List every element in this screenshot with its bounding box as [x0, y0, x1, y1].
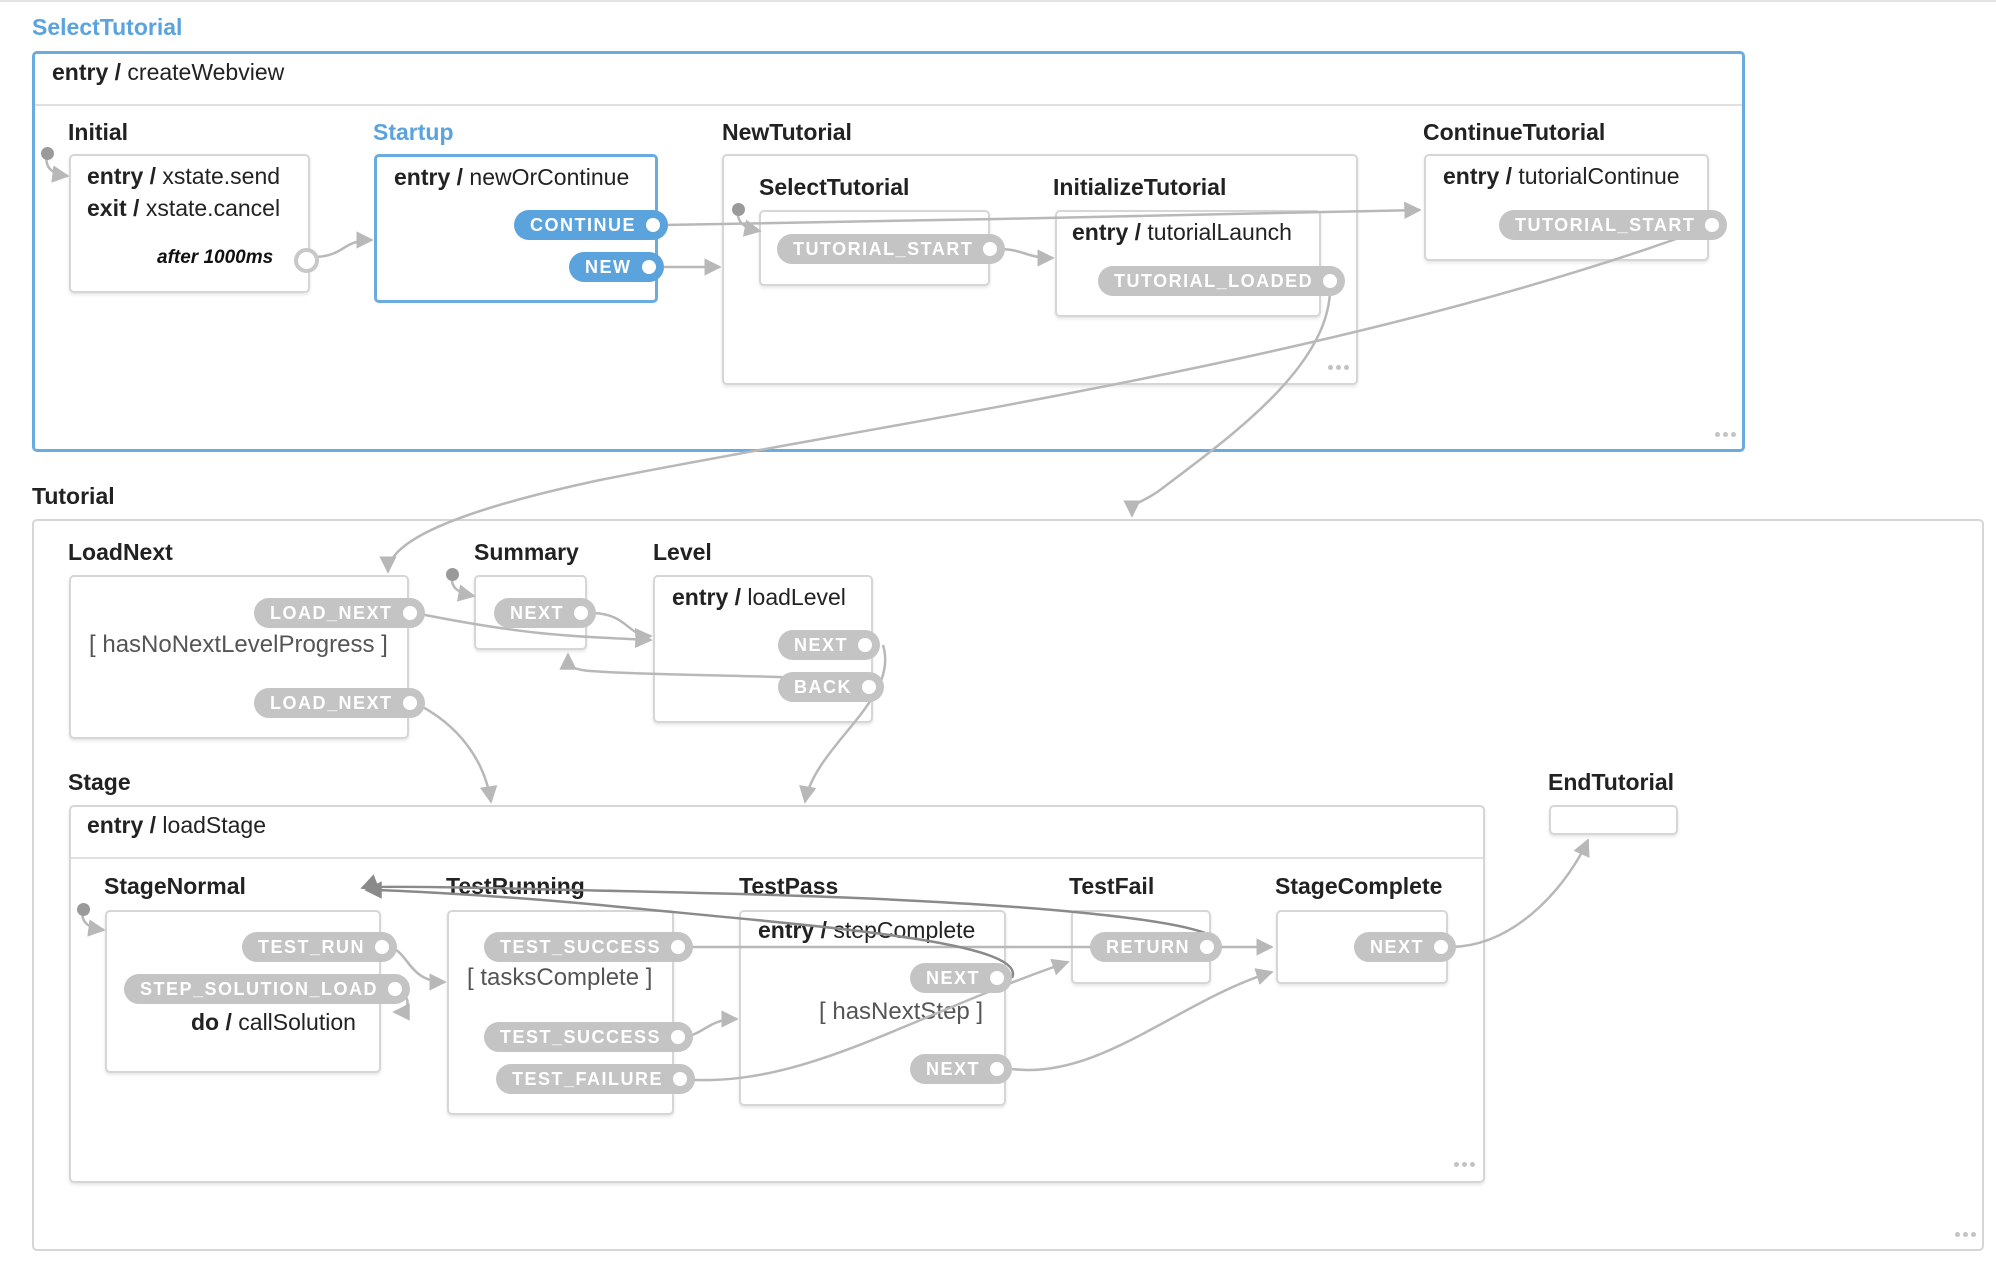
exit-action: exit / xstate.cancel [87, 195, 281, 221]
event-next-summary[interactable]: NEXT [494, 598, 597, 628]
entry-action: entry / tutorialContinue [1443, 163, 1680, 189]
initial-state-icon [732, 203, 745, 216]
entry-action: entry / createWebview [52, 59, 285, 85]
state-title-initialize-tutorial: InitializeTutorial [1053, 174, 1227, 200]
event-next-stage-complete[interactable]: NEXT [1354, 932, 1457, 962]
state-title-stage-normal: StageNormal [104, 873, 246, 899]
event-step-solution-load[interactable]: STEP_SOLUTION_LOAD [124, 974, 411, 1004]
event-load-next-1[interactable]: LOAD_NEXT [254, 598, 425, 628]
more-icon[interactable] [1715, 432, 1737, 438]
entry-action: entry / xstate.send [87, 163, 281, 189]
event-test-success-2[interactable]: TEST_SUCCESS [484, 1022, 694, 1052]
initial-state-icon [77, 903, 90, 916]
state-title-test-running: TestRunning [446, 873, 585, 899]
state-title-end-tutorial: EndTutorial [1548, 769, 1675, 795]
state-initialize-tutorial[interactable]: entry / tutorialLaunch [1055, 210, 1321, 317]
event-next-level[interactable]: NEXT [778, 630, 881, 660]
event-test-success-1[interactable]: TEST_SUCCESS [484, 932, 694, 962]
state-title-startup: Startup [373, 119, 454, 145]
state-title-select-tutorial: SelectTutorial [32, 14, 183, 40]
event-tutorial-start-continue[interactable]: TUTORIAL_START [1499, 210, 1728, 240]
actions-divider [35, 104, 1742, 106]
do-activity: do / callSolution [191, 1009, 356, 1035]
state-title-select-tutorial-child: SelectTutorial [759, 174, 910, 200]
entry-action: entry / newOrContinue [394, 164, 630, 190]
event-tutorial-start[interactable]: TUTORIAL_START [777, 234, 1006, 264]
delayed-transition-handle[interactable] [294, 248, 319, 273]
state-title-level: Level [653, 539, 712, 565]
event-next-pass-1[interactable]: NEXT [910, 963, 1013, 993]
state-title-tutorial: Tutorial [32, 483, 115, 509]
event-back-level[interactable]: BACK [778, 672, 884, 702]
initial-state-icon [446, 568, 459, 581]
event-continue[interactable]: CONTINUE [514, 210, 668, 240]
event-new[interactable]: NEW [569, 252, 664, 282]
entry-action: entry / stepComplete [758, 917, 976, 943]
state-title-stage: Stage [68, 769, 131, 795]
more-icon[interactable] [1328, 365, 1350, 371]
event-load-next-2[interactable]: LOAD_NEXT [254, 688, 425, 718]
guard-condition: [ hasNoNextLevelProgress ] [89, 631, 388, 658]
state-title-test-pass: TestPass [739, 873, 839, 899]
event-return[interactable]: RETURN [1090, 932, 1222, 962]
more-icon[interactable] [1955, 1232, 1977, 1238]
entry-action: entry / loadStage [87, 812, 267, 838]
event-test-run[interactable]: TEST_RUN [242, 932, 398, 962]
event-test-failure[interactable]: TEST_FAILURE [496, 1064, 696, 1094]
state-title-load-next: LoadNext [68, 539, 173, 565]
state-end-tutorial[interactable] [1549, 805, 1678, 835]
event-tutorial-loaded[interactable]: TUTORIAL_LOADED [1098, 266, 1346, 296]
state-title-stage-complete: StageComplete [1275, 873, 1443, 899]
event-next-pass-2[interactable]: NEXT [910, 1054, 1013, 1084]
state-initial[interactable]: entry / xstate.send exit / xstate.cancel… [69, 154, 310, 293]
top-divider [0, 0, 1996, 2]
state-title-test-fail: TestFail [1069, 873, 1155, 899]
state-title-initial: Initial [68, 119, 129, 145]
entry-action: entry / loadLevel [672, 584, 846, 610]
actions-divider [71, 857, 1483, 859]
delayed-transition-label: after 1000ms [157, 247, 274, 268]
entry-action: entry / tutorialLaunch [1072, 219, 1292, 245]
state-continue-tutorial[interactable]: entry / tutorialContinue [1424, 154, 1709, 261]
state-title-summary: Summary [474, 539, 579, 565]
more-icon[interactable] [1454, 1162, 1476, 1168]
state-title-new-tutorial: NewTutorial [722, 119, 852, 145]
guard-condition: [ hasNextStep ] [819, 998, 984, 1025]
initial-state-icon [41, 147, 54, 160]
state-title-continue-tutorial: ContinueTutorial [1423, 119, 1606, 145]
guard-condition: [ tasksComplete ] [467, 964, 653, 991]
